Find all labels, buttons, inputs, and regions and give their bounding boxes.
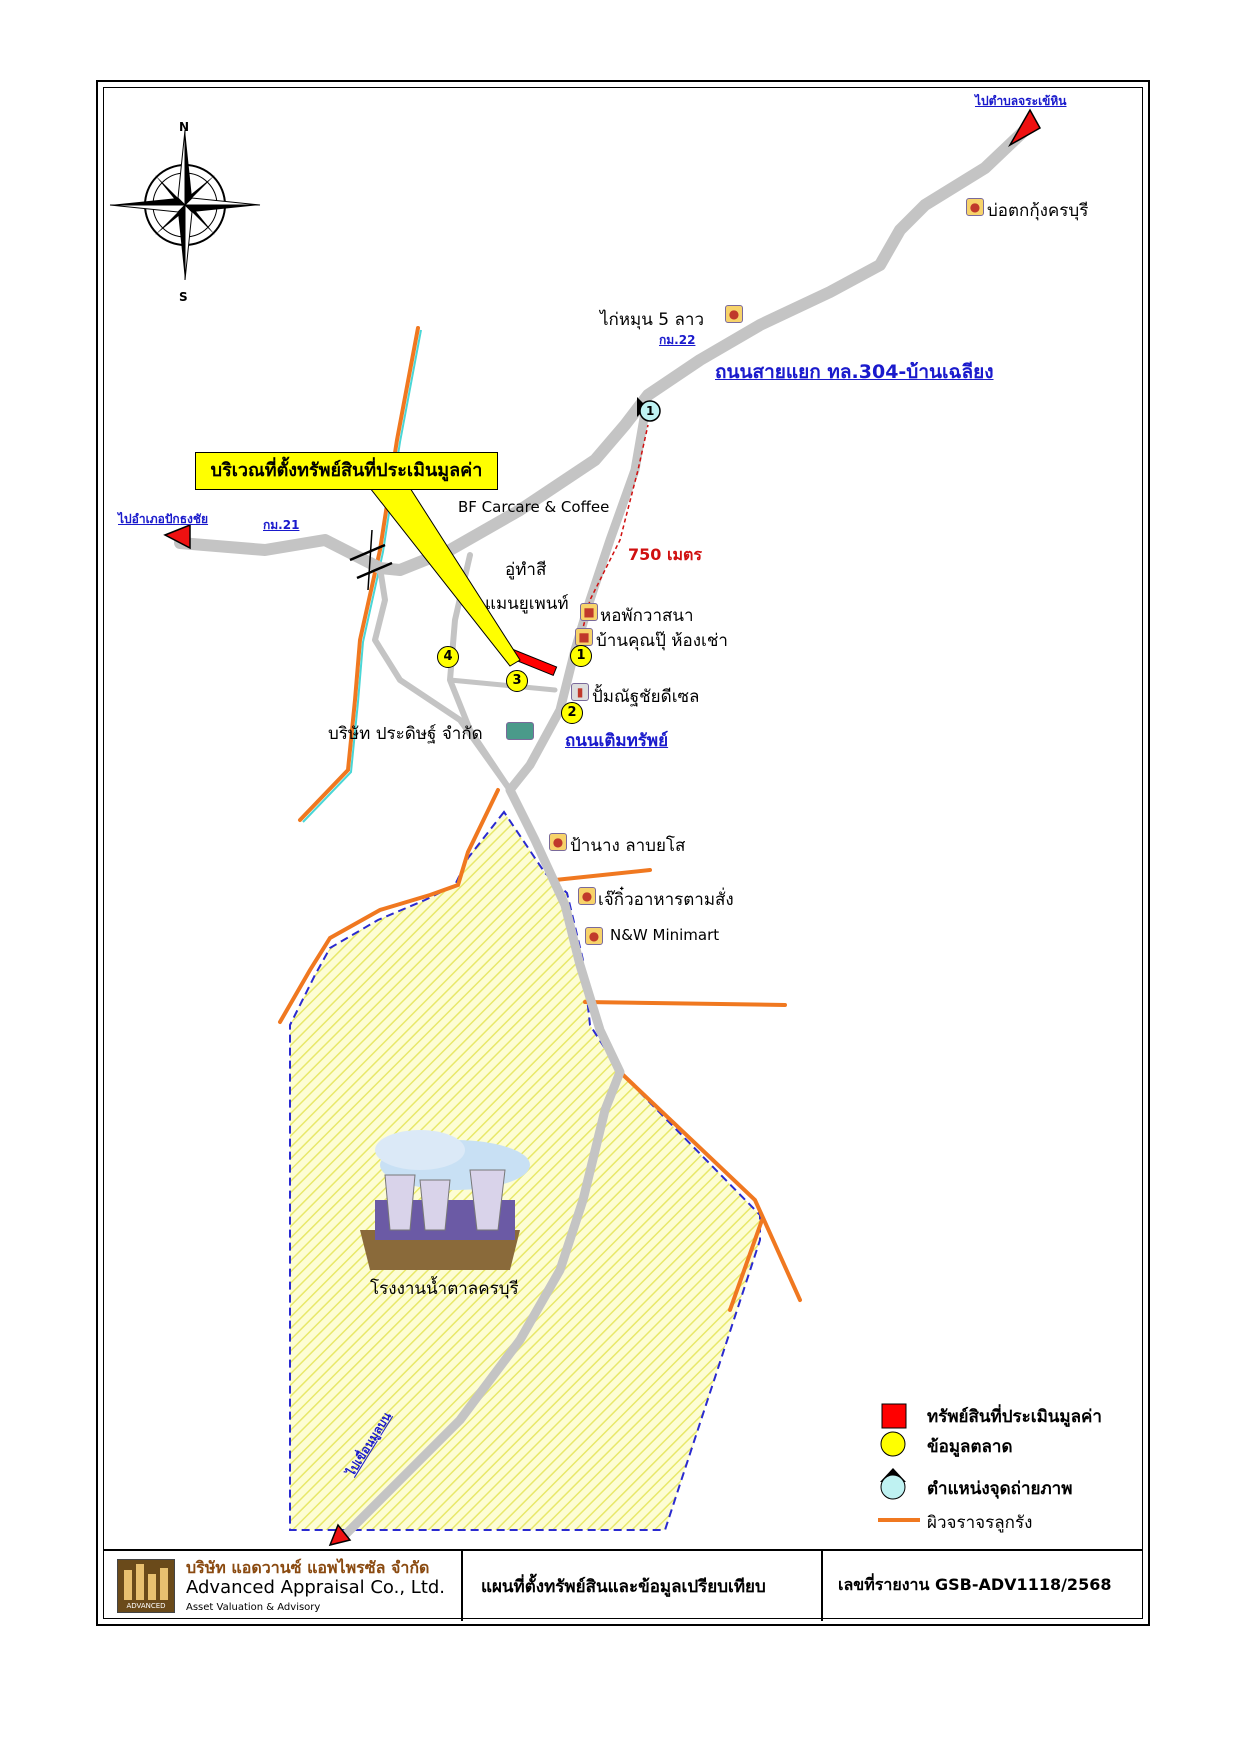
place-kai-mun: ไก่หมุน 5 ลาว xyxy=(600,310,705,330)
legend-photo-point: ตำแหน่งจุดถ่ายภาพ xyxy=(927,1479,1073,1499)
photo-point-marker[interactable] xyxy=(637,397,661,422)
map-title: แผนที่ตั้งทรัพย์สินและข้อมูลเปรียบเทียบ xyxy=(481,1577,766,1597)
laterite-road-west-river xyxy=(298,326,420,822)
restaurant-icon: ● xyxy=(549,833,567,851)
property-callout: บริเวณที่ตั้งทรัพย์สินที่ประเมินมูลค่า xyxy=(195,452,498,490)
place-ban-nang: ป้านาง ลาบยโส xyxy=(570,836,686,856)
compass-rose xyxy=(109,129,261,281)
place-u-tham-si: อู่ทำสี xyxy=(505,560,547,580)
company-tagline: Asset Valuation & Advisory xyxy=(186,1602,321,1613)
local-road-cross xyxy=(447,677,558,693)
company-name-th: บริษัท แอดวานซ์ แอพไพรซัล จำกัด xyxy=(186,1558,430,1577)
distance-label: 750 เมตร xyxy=(628,545,702,564)
legend-market-data: ข้อมูลตลาด xyxy=(927,1437,1013,1457)
photo-marker-label: 1 xyxy=(646,404,655,418)
footer: ADVANCED บริษัท แอดวานซ์ แอพไพรซัล จำกัด… xyxy=(103,1549,1143,1621)
place-nw-minimart: N&W Minimart xyxy=(610,926,720,944)
restaurant-icon: ● xyxy=(578,887,596,905)
arrow-west xyxy=(163,523,191,550)
company-name-en: Advanced Appraisal Co., Ltd. xyxy=(186,1577,446,1598)
laterite-road-river-shadow xyxy=(302,329,422,823)
place-bf-carcare: BF Carcare & Coffee xyxy=(458,498,610,516)
distance-line xyxy=(574,424,649,661)
legend: ทรัพย์สินที่ประเมินมูลค่า ข้อมูลตลาด ตำแ… xyxy=(927,1403,1137,1533)
direction-arrows xyxy=(163,108,1042,1547)
map-frame-outer xyxy=(96,80,1150,1626)
place-company: บริษัท ประดิษฐ์ จำกัด xyxy=(328,724,483,744)
legend-laterite-road: ผิวจราจรลูกรัง xyxy=(927,1513,1033,1533)
local-road-name: ถนนเติมทรัพย์ xyxy=(565,731,669,751)
map-frame-inner xyxy=(103,87,1143,1619)
sugar-factory-icon xyxy=(360,1130,530,1270)
laterite-road-branch-1 xyxy=(553,868,652,882)
fuel-pump-icon: ▮ xyxy=(571,683,589,701)
laterite-road-zone-east-2 xyxy=(728,1218,764,1312)
legend-property: ทรัพย์สินที่ประเมินมูลค่า xyxy=(927,1407,1102,1427)
main-road-name: ถนนสายแยก ทล.304-บ้านเฉลียง xyxy=(715,361,994,383)
place-ban-khun-pu: บ้านคุณปุ๊ ห้องเช่า xyxy=(596,631,728,651)
direction-northeast-label[interactable]: ไปตำบลจระเข้หิน xyxy=(975,94,1067,108)
bridge-icon xyxy=(349,529,393,591)
place-bo-tok-kung: บ่อตกกุ้งครบุรี xyxy=(987,201,1089,221)
compass-north-label: N xyxy=(179,120,190,134)
laterite-roads xyxy=(278,326,802,1312)
warehouse-icon xyxy=(506,722,534,740)
restaurant-icon: ● xyxy=(966,198,984,216)
laterite-road-zone-west xyxy=(278,788,500,1024)
company-logo: ADVANCED xyxy=(117,1559,175,1613)
market-marker-4[interactable]: 4 xyxy=(437,646,459,668)
place-hor-phak: หอพักวาสนา xyxy=(600,606,694,626)
restaurant-icon: ● xyxy=(725,305,743,323)
place-pump: ปั้มณัฐชัยดีเซล xyxy=(592,687,700,707)
km21-label: กม.21 xyxy=(263,518,300,532)
place-manyu-paint: แมนยูเพนท์ xyxy=(485,594,569,614)
legend-symbols xyxy=(878,1403,920,1522)
market-marker-3[interactable]: 3 xyxy=(506,670,528,692)
market-marker-1[interactable]: 1 xyxy=(570,645,592,667)
km22-label: กม.22 xyxy=(659,333,696,347)
laterite-road-branch-2 xyxy=(583,1000,787,1007)
main-road-304 xyxy=(174,124,1031,576)
report-number: เลขที่รายงาน GSB-ADV1118/2568 xyxy=(838,1575,1112,1594)
local-road-west-loop-2 xyxy=(372,565,513,793)
market-marker-2[interactable]: 2 xyxy=(561,702,583,724)
arrow-northeast xyxy=(1007,108,1042,147)
dormitory-icon: ■ xyxy=(575,628,593,646)
direction-west-label[interactable]: ไปอำเภอปักธงชัย xyxy=(118,512,209,526)
dormitory-icon: ■ xyxy=(580,603,598,621)
place-je-kio: เจ๊กิ๋วอาหารตามสั่ง xyxy=(598,890,734,910)
arrow-south xyxy=(328,1523,352,1547)
laterite-road-zone-east xyxy=(618,1070,802,1302)
restaurant-icon: ● xyxy=(585,927,603,945)
place-sugar-factory: โรงงานน้ำตาลครบุรี xyxy=(370,1279,519,1299)
compass-south-label: S xyxy=(179,290,188,304)
